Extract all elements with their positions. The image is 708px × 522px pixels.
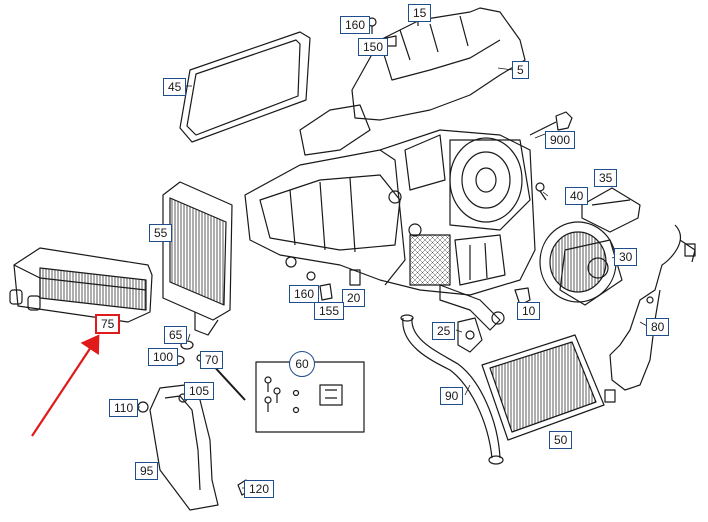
connector-900-shape bbox=[529, 111, 573, 136]
callout-160-mid[interactable]: 160 bbox=[289, 285, 320, 303]
callout-80[interactable]: 80 bbox=[646, 318, 670, 336]
evaporator-55-shape bbox=[162, 181, 233, 336]
actuator-25-shape bbox=[457, 317, 483, 353]
callout-105[interactable]: 105 bbox=[184, 382, 215, 400]
harness-80-shape bbox=[604, 224, 696, 403]
callout-10[interactable]: 10 bbox=[517, 302, 541, 320]
callout-155[interactable]: 155 bbox=[314, 302, 345, 320]
clips-20-155-160-shape bbox=[306, 269, 361, 301]
drain-hose-90-shape bbox=[400, 314, 504, 465]
seal-45-shape bbox=[179, 31, 311, 143]
callout-5[interactable]: 5 bbox=[512, 61, 529, 79]
callout-150[interactable]: 150 bbox=[358, 38, 389, 56]
callout-900[interactable]: 900 bbox=[545, 131, 576, 149]
callout-55[interactable]: 55 bbox=[149, 224, 173, 242]
highlight-arrow bbox=[31, 334, 100, 437]
regulator-35-shape bbox=[581, 187, 641, 233]
screw-40-shape bbox=[535, 182, 547, 201]
callout-70[interactable]: 70 bbox=[200, 351, 224, 369]
duct-5-shape bbox=[299, 7, 526, 156]
callout-45[interactable]: 45 bbox=[163, 78, 187, 96]
callout-110[interactable]: 110 bbox=[109, 399, 139, 417]
callout-40[interactable]: 40 bbox=[565, 187, 589, 205]
callout-75-highlighted[interactable]: 75 bbox=[95, 314, 121, 334]
callout-25[interactable]: 25 bbox=[432, 322, 456, 340]
filter-50-shape bbox=[481, 334, 605, 441]
callout-15[interactable]: 15 bbox=[408, 4, 432, 22]
heater-core-75-shape bbox=[9, 247, 153, 323]
pipes-95-shape bbox=[137, 340, 251, 511]
callout-30[interactable]: 30 bbox=[614, 248, 638, 266]
callout-95[interactable]: 95 bbox=[135, 462, 159, 480]
callout-60[interactable]: 60 bbox=[289, 351, 315, 377]
hvac-housing-shape bbox=[244, 129, 536, 331]
blower-30-shape bbox=[539, 221, 623, 306]
callout-65[interactable]: 65 bbox=[164, 326, 188, 344]
callout-100[interactable]: 100 bbox=[148, 348, 179, 366]
callout-120[interactable]: 120 bbox=[244, 480, 275, 498]
sensor-10-shape bbox=[514, 287, 531, 306]
callout-50[interactable]: 50 bbox=[549, 431, 573, 449]
callout-90[interactable]: 90 bbox=[440, 387, 464, 405]
callout-20[interactable]: 20 bbox=[342, 289, 366, 307]
callout-35[interactable]: 35 bbox=[594, 169, 618, 187]
callout-160-top[interactable]: 160 bbox=[340, 16, 371, 34]
